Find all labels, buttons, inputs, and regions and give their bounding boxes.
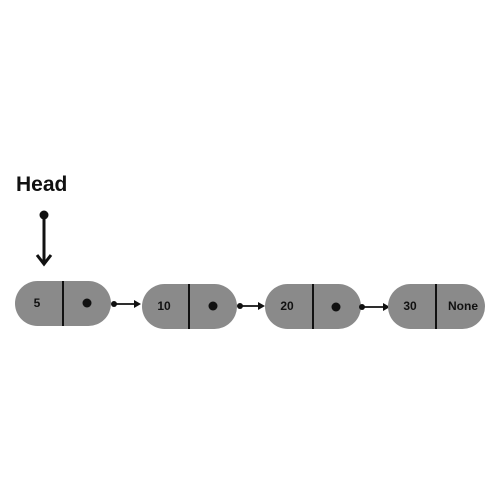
head-pointer-arrowhead [35, 254, 53, 267]
head-label: Head [16, 173, 67, 196]
arrow-head [258, 302, 265, 310]
head-pointer [35, 210, 53, 267]
next-arrow [111, 300, 141, 308]
list-node: 20 [265, 284, 361, 329]
null-next-label: None [448, 299, 478, 313]
arrow-head [134, 300, 141, 308]
list-node: 5 [15, 281, 111, 326]
next-pointer-dot [331, 302, 341, 312]
node-value: 30 [403, 299, 417, 313]
arrow-head [383, 303, 390, 311]
list-node: 10 [142, 284, 237, 329]
next-pointer-dot [82, 298, 92, 308]
next-arrow [237, 302, 265, 310]
node-value: 20 [280, 299, 294, 313]
next-arrow [359, 303, 390, 311]
node-value: 10 [157, 299, 171, 313]
next-pointer-dot [208, 301, 218, 311]
node-value: 5 [34, 296, 41, 310]
list-node: 30 None [388, 284, 485, 329]
